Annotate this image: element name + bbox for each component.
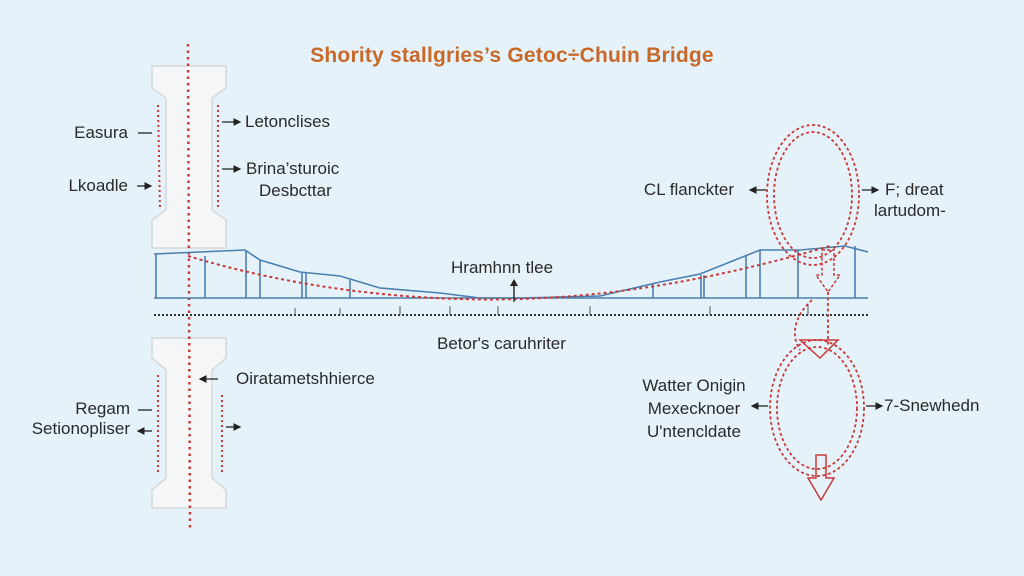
leader-arrows (136, 118, 884, 435)
lower-loop-left-label-2: Mexecknoer (647, 399, 741, 418)
upper-left-label-1: Easura (74, 123, 128, 142)
vertical-axis-line (186, 43, 192, 531)
lower-left-label-1: Regam (75, 399, 130, 418)
upper-loop-left-label: CL flanckter (643, 180, 734, 199)
upper-loop (766, 124, 860, 266)
upper-right-label-1: Letonclises (245, 112, 331, 131)
deck-center-label: Hramhnn tlee (451, 258, 554, 277)
upper-right-label-2: Brina’sturoic (246, 159, 340, 178)
lower-loop-left-label-3: U'ntencldate (647, 422, 741, 441)
upper-loop-right-label-1: F; dreat (885, 180, 944, 199)
upper-left-label-2: Lkoadle (68, 176, 128, 195)
center-tension-arrow (510, 279, 518, 302)
upper-right-label-3: Desbcttar (259, 181, 332, 200)
upper-tower (151, 65, 227, 249)
upper-loop-right-label-2: lartudom- (874, 201, 946, 220)
main-cable (187, 245, 831, 301)
lower-loop-top-arrow (798, 339, 840, 360)
scale-ruler (154, 305, 868, 316)
lower-loop-right-label: 7-Snewhedn (884, 396, 980, 415)
upper-loop-down-arrow (814, 249, 842, 294)
lower-loop-down-arrow (806, 454, 836, 502)
diagram-title: Shority stallgries’s Getoc÷Chuin Bridge (310, 44, 714, 67)
lower-loop-left-label-1: Watter Onigin (642, 376, 746, 395)
deck-structure (153, 245, 869, 299)
loop-connector (794, 299, 813, 351)
deck-below-label: Betor's caruhriter (437, 334, 566, 353)
lower-right-label: Oiratametshhierce (236, 369, 375, 388)
lower-left-label-2: Setionopliser (31, 419, 130, 438)
lower-loop (769, 339, 865, 477)
